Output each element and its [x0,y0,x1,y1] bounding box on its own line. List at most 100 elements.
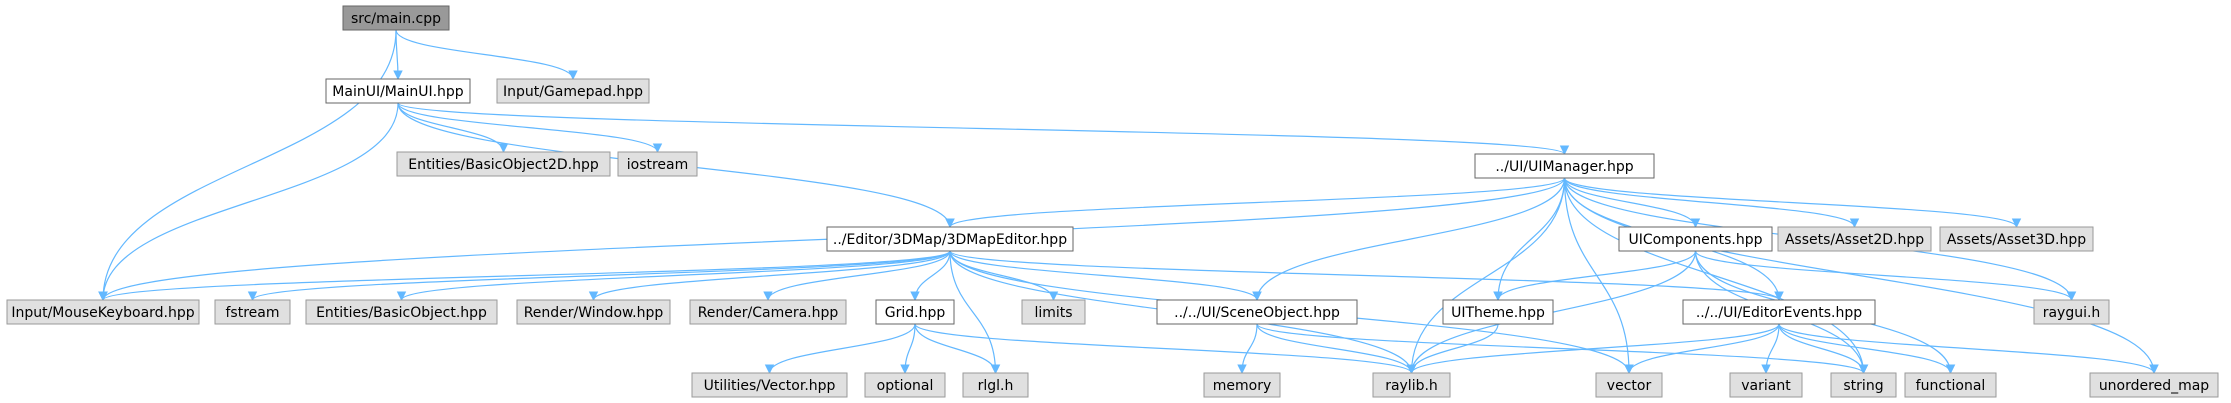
node-uimanager-label: ../UI/UIManager.hpp [1495,159,1633,175]
edge-sceneobject-to-memory [1237,323,1258,374]
edge-uimanager-to-unordered_map [1563,177,2159,374]
node-uitheme[interactable]: UITheme.hpp [1442,299,1554,325]
node-sceneobject-box [1156,299,1358,325]
node-bo2d: Entities/BasicObject2D.hpp [396,151,611,177]
node-vecutil: Utilities/Vector.hpp [691,372,848,398]
edge-editorevents-to-functional [1778,323,1956,374]
node-rlgl-box [962,372,1029,398]
edge-editorevents-to-variant [1761,323,1780,374]
node-gamepad-label: Input/Gamepad.hpp [503,84,643,100]
node-main-box [342,5,450,31]
edge-mainui-to-bo2d [397,102,509,153]
node-unordered_map-label: unordered_map [2099,378,2209,394]
node-uitheme-box [1442,299,1554,325]
node-asset3d: Assets/Asset3D.hpp [1939,226,2094,252]
edge-mapeditor-to-mousekb [98,250,951,301]
node-grid[interactable]: Grid.hpp [875,299,955,325]
node-main[interactable]: src/main.cpp [342,5,450,31]
node-optional: optional [864,372,946,398]
edge-grid-to-optional [900,323,916,374]
node-string-label: string [1843,378,1883,394]
node-uicomponents-box [1618,226,1773,252]
node-mapeditor[interactable]: ../Editor/3DMap/3DMapEditor.hpp [826,226,1074,252]
node-vector: vector [1595,372,1663,398]
edge-mapeditor-to-rlgl [949,250,1001,374]
node-rlgl-label: rlgl.h [978,378,1014,394]
node-raygui-box [2033,299,2110,325]
edge-mapeditor-to-sceneobject [949,250,1262,301]
node-grid-label: Grid.hpp [885,305,946,321]
node-variant: variant [1729,372,1803,398]
edge-mainui-to-mousekb [98,102,399,301]
edge-main-to-gamepad [395,29,578,80]
node-limits-box [1021,299,1086,325]
node-bo2d-box [396,151,611,177]
node-uimanager[interactable]: ../UI/UIManager.hpp [1474,153,1655,179]
node-variant-label: variant [1741,378,1791,394]
node-asset2d-box [1777,226,1932,252]
node-rlgl: rlgl.h [962,372,1029,398]
node-raygui-label: raygui.h [2043,305,2101,321]
node-basicobject-box [305,299,498,325]
node-string: string [1830,372,1897,398]
edge-mapeditor-to-grid [910,250,951,301]
node-iostream-label: iostream [627,157,689,173]
node-asset3d-box [1939,226,2094,252]
node-sceneobject-label: ../../UI/SceneObject.hpp [1174,305,1340,321]
edge-grid-to-raylib [914,323,1417,374]
edge-uimanager-to-uicomponents [1563,177,1701,228]
node-mainui[interactable]: MainUI/MainUI.hpp [325,78,471,104]
node-uitheme-label: UITheme.hpp [1451,305,1545,321]
node-raylib-label: raylib.h [1385,378,1438,394]
node-vecutil-label: Utilities/Vector.hpp [704,378,836,394]
node-uicomponents-label: UIComponents.hpp [1628,232,1762,248]
node-vector-box [1595,372,1663,398]
node-uimanager-box [1474,153,1655,179]
node-sceneobject[interactable]: ../../UI/SceneObject.hpp [1156,299,1358,325]
node-mainui-box [325,78,471,104]
node-memory-box [1203,372,1281,398]
node-camera-box [689,299,847,325]
node-functional-box [1904,372,1997,398]
edge-mapeditor-to-fstream [247,250,951,301]
node-iostream-box [617,151,698,177]
node-main-label: src/main.cpp [351,11,441,27]
node-fstream: fstream [214,299,291,325]
edge-mainui-to-uimanager [397,102,1569,155]
edge-mapeditor-to-window [588,250,951,301]
edge-uimanager-to-asset3d [1563,177,2022,228]
node-memory-label: memory [1213,378,1272,394]
node-mapeditor-label: ../Editor/3DMap/3DMapEditor.hpp [833,232,1067,248]
node-uicomponents[interactable]: UIComponents.hpp [1618,226,1773,252]
node-window-box [516,299,671,325]
node-functional-label: functional [1916,378,1986,394]
node-fstream-label: fstream [226,305,280,321]
edge-uimanager-to-sceneobject [1252,177,1566,301]
edge-uicomponents-to-raygui [1694,250,2077,301]
node-functional: functional [1904,372,1997,398]
node-unordered_map: unordered_map [2089,372,2219,398]
node-editorevents[interactable]: ../../UI/EditorEvents.hpp [1682,299,1876,325]
edge-mapeditor-to-editorevents [949,250,1784,301]
node-raylib: raylib.h [1372,372,1451,398]
node-optional-label: optional [877,378,934,394]
edge-uicomponents-to-uitheme [1493,250,1697,301]
node-fstream-box [214,299,291,325]
edge-editorevents-to-raylib [1406,323,1780,374]
node-gamepad: Input/Gamepad.hpp [496,78,650,104]
node-memory: memory [1203,372,1281,398]
edge-sceneobject-to-string [1256,323,1869,374]
node-gamepad-box [496,78,650,104]
node-iostream: iostream [617,151,698,177]
node-optional-box [864,372,946,398]
node-window-label: Render/Window.hpp [524,305,664,321]
edge-uimanager-to-mapeditor [945,177,1566,228]
edge-editorevents-to-string [1778,323,1869,374]
node-asset3d-label: Assets/Asset3D.hpp [1947,232,2086,248]
node-window: Render/Window.hpp [516,299,671,325]
node-mousekb-label: Input/MouseKeyboard.hpp [11,305,194,321]
node-camera: Render/Camera.hpp [689,299,847,325]
edge-mapeditor-to-basicobject [396,250,951,301]
